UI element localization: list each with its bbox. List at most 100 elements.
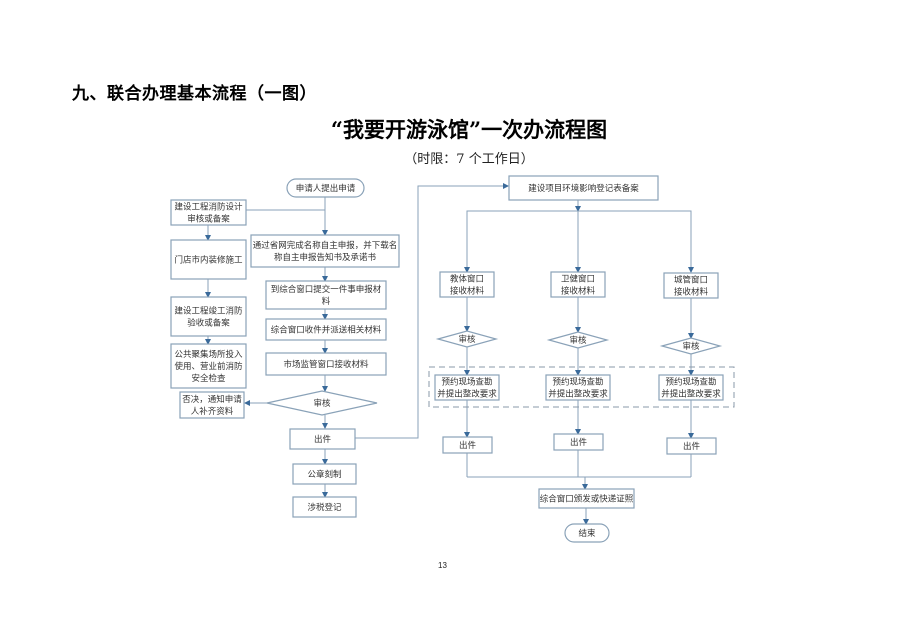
online-declare-box-label: 称自主申报告知书及承诺书 [274,252,377,263]
public-safety-box-label: 安全检查 [191,373,226,384]
end-node: 结束 [564,523,610,543]
branch-3-review-decision-frame [659,337,723,355]
branch-3-inspect-box-label: 并提出整改要求 [661,389,721,400]
env-filing-box-label: 建设项目环境影响登记表备案 [528,183,639,194]
time-limit-subtitle: （时限：7 个工作日） [404,152,534,167]
deliver-box-frame [538,488,635,509]
fire-acceptance-box-frame [170,296,247,337]
deliver-box-label: 综合窗口颁发或快递证照 [540,494,634,505]
branch-2-issue-box-frame [553,433,604,451]
seal-box: 公章刻制 [292,463,357,485]
online-declare-box-label: 通过省网完成名称自主申报，并下载名 [253,240,398,251]
flowchart-title: “我要开游泳馆”一次办流程图 [330,117,608,142]
reject-box-label: 人补齐资料 [191,406,234,417]
reject-box-label: 否决，通知申请 [182,394,242,405]
submit-materials-box-label: 到综合窗口提交一件事申报材 [271,284,382,295]
branch-3-issue-box-label: 出件 [683,441,701,452]
dispatch-box: 综合窗口收件并派送相关材料 [265,318,387,341]
branch-3-window-box-label: 接收材料 [674,287,709,298]
branch-3-window-box-label: 城管窗口 [674,275,708,286]
branch-3-issue-box-frame [666,437,717,455]
branch-2-review-decision-frame [546,331,610,349]
branch-2-window-box-frame [550,271,606,298]
start-node-label: 申请人提出申请 [296,183,356,194]
review-decision-frame [266,390,378,416]
branch-2-window-box-label: 接收材料 [561,286,596,297]
tax-box-label: 涉税登记 [307,502,342,513]
branch-3-window-box-frame [663,272,719,299]
branch-1-issue-box-frame [442,436,493,454]
branch-1-review-decision: 审核 [435,330,499,348]
online-declare-box-frame [250,234,400,268]
branch-2-inspect-box-label: 预约现场查勘 [552,377,603,388]
start-node: 申请人提出申请 [286,178,365,198]
issue-box-frame [289,428,356,450]
env-filing-box-frame [508,175,659,201]
issue-box-label: 出件 [314,434,332,445]
branch-3-inspect-box-frame [658,374,724,401]
connector-branch-split [466,210,692,273]
end-node-frame [564,523,610,543]
fire-acceptance-box-label: 建设工程竣工消防 [174,306,243,317]
branch-2-issue-box-label: 出件 [570,437,588,448]
submit-materials-box-frame [265,280,387,310]
branch-3-review-decision-label: 审核 [682,341,700,352]
branch-3-inspect-box-label: 预约现场查勘 [665,377,716,388]
branch-2-review-decision: 审核 [546,331,610,349]
review-decision: 审核 [266,390,378,416]
fire-acceptance-box-label: 验收或备案 [187,318,230,329]
inspection-group-frame [428,366,735,408]
connector-issue-to-env-filing [355,183,509,439]
public-safety-box-label: 使用、营业前消防 [174,361,243,372]
branch-1-window-box-label: 接收材料 [450,286,485,297]
fire-design-box-label: 审核或备案 [187,214,230,225]
branch-1-issue-box: 出件 [442,436,493,454]
page-number: 13 [438,561,447,570]
branch-2-inspect-box-frame [545,374,611,401]
tax-box: 涉税登记 [292,496,357,518]
submit-materials-box-label: 料 [322,296,331,307]
branch-3-review-decision: 审核 [659,337,723,355]
start-node-frame [286,178,365,198]
reject-box-frame [179,391,245,419]
branch-1-review-decision-frame [435,330,499,348]
deliver-box: 综合窗口颁发或快递证照 [538,488,635,509]
review-decision-label: 审核 [313,398,331,409]
branch-1-inspect-box-label: 预约现场查勘 [441,377,492,388]
branch-1-issue-box-label: 出件 [459,440,477,451]
branch-1-inspect-box-frame [434,374,500,401]
branch-2-review-decision-label: 审核 [569,335,587,346]
market-receive-box: 市场监管窗口接收材料 [265,352,387,376]
issue-box: 出件 [289,428,356,450]
branch-2-inspect-box-label: 并提出整改要求 [548,389,608,400]
branch-1-inspect-box-label: 并提出整改要求 [437,389,497,400]
renovation-box-label: 门店市内装修施工 [174,255,243,266]
branch-3-issue-box: 出件 [666,437,717,455]
seal-box-frame [292,463,357,485]
env-filing-box: 建设项目环境影响登记表备案 [508,175,659,201]
market-receive-box-frame [265,352,387,376]
renovation-box: 门店市内装修施工 [170,239,247,280]
dispatch-box-label: 综合窗口收件并派送相关材料 [271,325,382,336]
branch-2-window-box-label: 卫健窗口 [561,274,595,285]
branch-2-issue-box: 出件 [553,433,604,451]
fire-design-box-label: 建设工程消防设计 [174,202,243,213]
section-heading: 九、联合办理基本流程（一图） [72,84,317,104]
branch-1-window-box-label: 教体窗口 [450,274,484,285]
public-safety-box-frame [170,343,247,389]
seal-box-label: 公章刻制 [307,469,341,480]
fire-design-box-frame [170,199,247,226]
